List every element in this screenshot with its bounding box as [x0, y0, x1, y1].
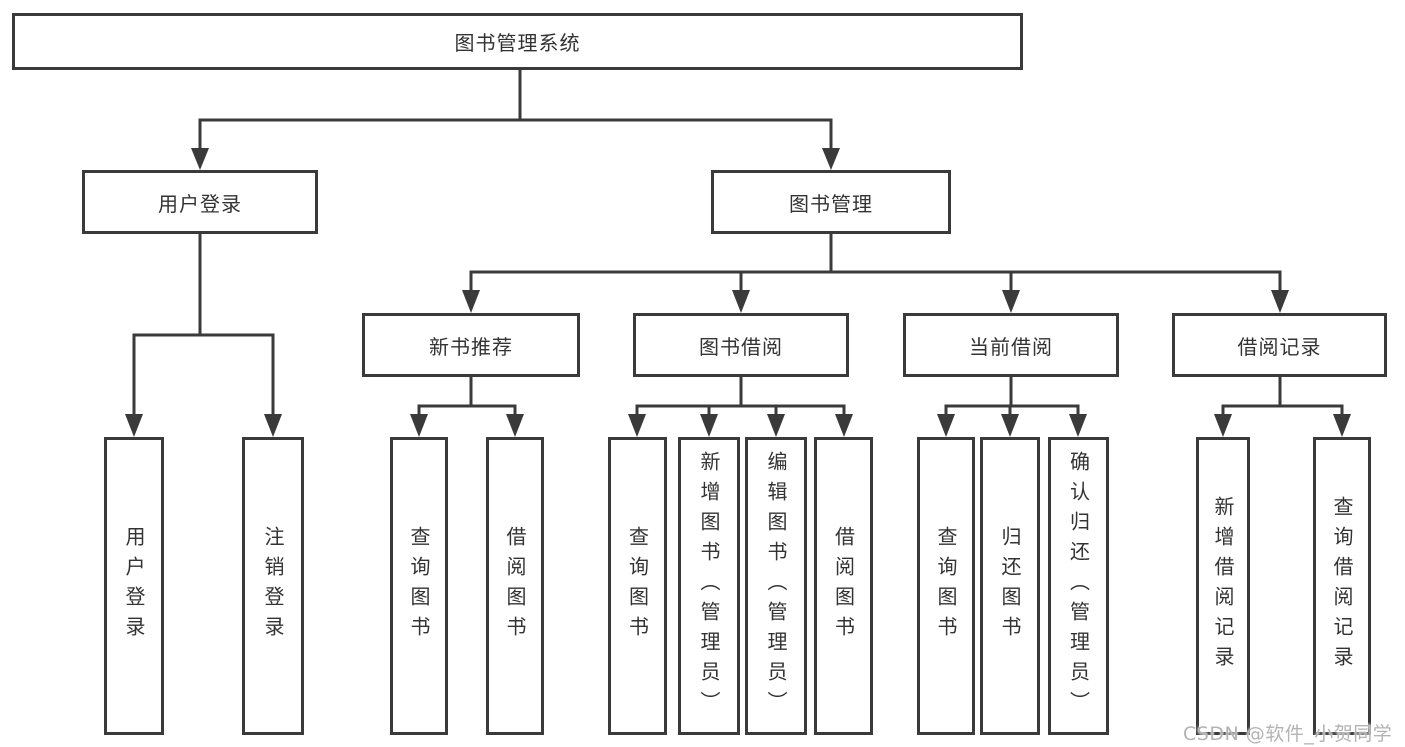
connector-current-borrowing-to-leaves — [937, 377, 1087, 437]
node-book-borrowing: 图书借阅 — [633, 313, 849, 377]
arrowhead-icon — [1002, 290, 1020, 313]
leaf-records-query-record: 查询借阅记录 — [1313, 437, 1371, 735]
arrowhead-icon — [125, 414, 143, 437]
connector-book-management-to-level3 — [462, 233, 1289, 313]
node-new-book-recommend: 新书推荐 — [362, 313, 580, 377]
node-borrowing-records: 借阅记录 — [1172, 313, 1387, 377]
connector-new-book-to-leaves — [410, 377, 524, 437]
node-book-management: 图书管理 — [711, 170, 951, 234]
leaf-current-query-book: 查询图书 — [917, 437, 975, 735]
arrowhead-icon — [410, 414, 428, 437]
connector-borrowing-records-to-leaves — [1214, 377, 1351, 437]
arrowhead-icon — [628, 414, 646, 437]
connector-user-login-to-leaves — [125, 233, 282, 437]
arrowhead-icon — [1069, 414, 1087, 437]
arrowhead-icon — [937, 414, 955, 437]
arrowhead-icon — [700, 414, 718, 437]
arrowhead-icon — [1333, 414, 1351, 437]
arrowhead-icon — [1214, 414, 1232, 437]
arrowhead-icon — [506, 414, 524, 437]
leaf-borrowing-add-book-admin: 新增图书（管理员） — [678, 437, 740, 735]
node-root-library-system: 图书管理系统 — [12, 13, 1023, 70]
leaf-user-login: 用户登录 — [104, 437, 164, 735]
node-current-borrowing: 当前借阅 — [903, 313, 1119, 377]
connector-book-borrowing-to-leaves — [628, 377, 853, 437]
connector-root-to-level2 — [191, 69, 840, 170]
leaf-borrowing-query-book: 查询图书 — [608, 437, 667, 735]
arrowhead-icon — [191, 148, 209, 170]
arrowhead-icon — [1001, 414, 1019, 437]
leaf-new-book-query-book: 查询图书 — [390, 437, 448, 735]
leaf-logout: 注销登录 — [242, 437, 304, 735]
arrowhead-icon — [1271, 290, 1289, 313]
arrowhead-icon — [732, 290, 750, 313]
leaf-borrowing-borrow-book: 借阅图书 — [814, 437, 873, 735]
leaf-records-add-record: 新增借阅记录 — [1196, 437, 1250, 735]
arrowhead-icon — [462, 290, 480, 313]
leaf-current-return-book: 归还图书 — [980, 437, 1040, 735]
arrowhead-icon — [835, 414, 853, 437]
node-user-login: 用户登录 — [82, 170, 318, 234]
leaf-current-confirm-return-admin: 确认归还（管理员） — [1048, 437, 1109, 735]
leaf-borrowing-edit-book-admin: 编辑图书（管理员） — [745, 437, 807, 735]
arrowhead-icon — [822, 148, 840, 170]
arrowhead-icon — [264, 414, 282, 437]
leaf-new-book-borrow-book: 借阅图书 — [486, 437, 544, 735]
arrowhead-icon — [767, 414, 785, 437]
csdn-watermark: CSDN @软件_小贺同学 — [1183, 723, 1393, 745]
